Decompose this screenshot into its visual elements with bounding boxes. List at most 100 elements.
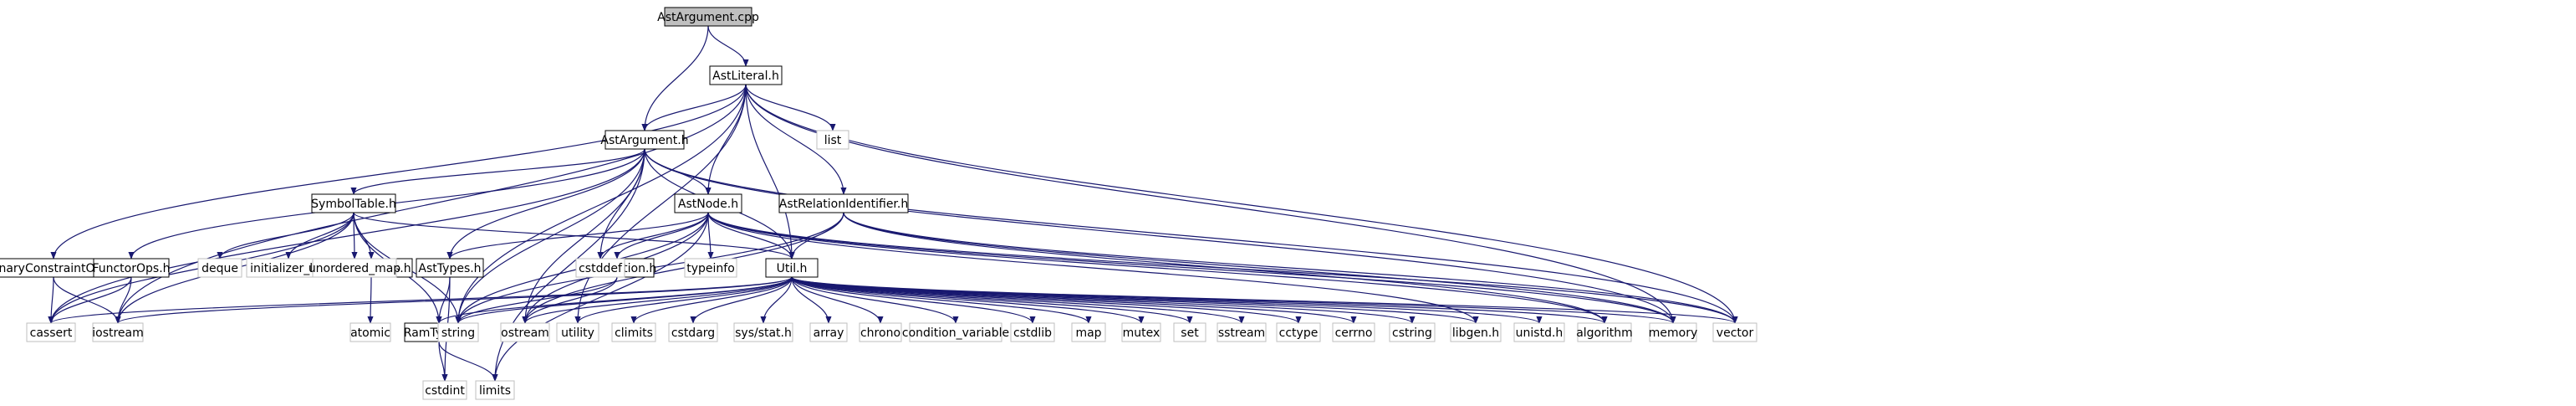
node-cerrno: cerrno bbox=[1332, 322, 1375, 342]
node-utility: utility bbox=[556, 322, 599, 342]
edge-srclocation_h-to-ostream bbox=[522, 276, 618, 324]
node-label: condition_variable bbox=[902, 326, 1009, 340]
node-box bbox=[349, 322, 391, 342]
node-functorops-h[interactable]: FunctorOps.h bbox=[92, 258, 171, 278]
node-cstddef: cstddef bbox=[575, 258, 625, 278]
node-cassert: cassert bbox=[26, 322, 76, 342]
node-astnode-h[interactable]: AstNode.h bbox=[674, 193, 742, 213]
edge-astargument_cpp-to-astargument_h bbox=[641, 25, 709, 131]
node-label: list bbox=[824, 134, 842, 147]
node-label: cstring bbox=[1392, 326, 1432, 340]
edge-astliteral_h-to-string bbox=[455, 84, 747, 324]
edge-astliteral_h-to-binaryconstraintops_h bbox=[50, 84, 747, 260]
edge-util_h-to-string bbox=[455, 276, 793, 324]
edge-astnode_h-to-typeinfo bbox=[707, 212, 714, 260]
edge-astliteral_h-to-astrelationidentifier_h bbox=[745, 84, 847, 195]
node-box bbox=[1217, 322, 1267, 342]
node-sstream: sstream bbox=[1217, 322, 1267, 342]
node-astrelationidentifier-h[interactable]: AstRelationIdentifier.h bbox=[778, 193, 909, 213]
edge-util_h-to-climits bbox=[630, 276, 793, 324]
node-cstdint: cstdint bbox=[422, 380, 467, 400]
node-cstdarg: cstdarg bbox=[668, 322, 718, 342]
node-util-h[interactable]: Util.h bbox=[765, 258, 819, 278]
node-box bbox=[809, 322, 848, 342]
node-label: array bbox=[814, 326, 844, 340]
node-box bbox=[684, 258, 737, 278]
node-list: list bbox=[816, 130, 849, 150]
node-box bbox=[1389, 322, 1436, 342]
node-label: iostream bbox=[92, 326, 144, 340]
node-astliteral-h[interactable]: AstLiteral.h bbox=[709, 65, 783, 85]
node-typeinfo: typeinfo bbox=[684, 258, 737, 278]
node-box bbox=[859, 322, 902, 342]
edge-util_h-to-utility bbox=[574, 276, 793, 324]
node-box bbox=[93, 258, 170, 278]
node-box bbox=[668, 322, 718, 342]
node-box bbox=[475, 380, 515, 400]
edge-astnode_h-to-util_h bbox=[707, 212, 795, 260]
node-label: AstRelationIdentifier.h bbox=[779, 198, 908, 211]
node-label: cctype bbox=[1279, 326, 1319, 340]
node-box bbox=[556, 322, 599, 342]
node-box bbox=[312, 258, 397, 278]
edge-astnode_h-to-limits bbox=[492, 212, 709, 382]
edge-astnode_h-to-asttypes_h bbox=[446, 212, 709, 260]
node-initializer-list: initializer_list bbox=[246, 258, 331, 278]
node-box bbox=[816, 130, 849, 150]
node-climits: climits bbox=[611, 322, 656, 342]
node-cstdlib: cstdlib bbox=[1010, 322, 1055, 342]
edge-astnode_h-to-algorithm bbox=[707, 212, 1608, 324]
node-binaryconstraintops-h[interactable]: BinaryConstraintOps.h bbox=[0, 258, 120, 278]
node-condition-variable: condition_variable bbox=[902, 322, 1009, 342]
edge-astnode_h-to-memory bbox=[707, 212, 1676, 324]
node-label: AstNode.h bbox=[678, 198, 738, 211]
edge-util_h-to-sys_stat_h bbox=[760, 276, 793, 324]
edge-util_h-to-ramtypes_h bbox=[436, 276, 793, 324]
edge-astargument_h-to-string bbox=[455, 148, 645, 324]
node-label: string bbox=[441, 326, 475, 340]
node-label: initializer_list bbox=[250, 262, 327, 275]
edge-symboltable_h-to-util_h bbox=[353, 212, 795, 260]
node-set: set bbox=[1173, 322, 1206, 342]
node-atomic: atomic bbox=[349, 322, 391, 342]
node-label: unistd.h bbox=[1516, 326, 1563, 340]
node-box bbox=[416, 258, 484, 278]
edge-util_h-to-array bbox=[791, 276, 832, 324]
node-symboltable-h[interactable]: SymbolTable.h bbox=[311, 193, 396, 213]
node-asttypes-h[interactable]: AstTypes.h bbox=[416, 258, 484, 278]
edge-astnode_h-to-libgen_h bbox=[707, 212, 1479, 324]
node-label: deque bbox=[201, 262, 238, 275]
node-box bbox=[1450, 322, 1502, 342]
edge-symboltable_h-to-deque bbox=[217, 212, 355, 260]
node-box bbox=[778, 193, 909, 213]
node-box bbox=[1577, 322, 1632, 342]
node-box bbox=[311, 193, 396, 213]
edge-astliteral_h-to-list bbox=[745, 84, 836, 131]
node-box bbox=[909, 322, 1002, 342]
edge-symboltable_h-to-initializer_list bbox=[285, 212, 355, 260]
node-label: sstream bbox=[1218, 326, 1265, 340]
edge-astargument_cpp-to-astliteral_h bbox=[707, 25, 749, 67]
edge-astargument_h-to-limits bbox=[492, 148, 645, 382]
node-box bbox=[197, 258, 242, 278]
edge-astliteral_h-to-utility bbox=[574, 84, 747, 324]
edge-util_h-to-map bbox=[791, 276, 1092, 324]
nodes-layer: AstArgument.cppAstLiteral.hAstArgument.h… bbox=[0, 7, 1757, 400]
node-box bbox=[575, 258, 625, 278]
node-box bbox=[437, 322, 479, 342]
node-box bbox=[1010, 322, 1055, 342]
edge-astrelationidentifier_h-to-algorithm bbox=[843, 212, 1608, 324]
node-algorithm: algorithm bbox=[1576, 322, 1633, 342]
node-unordered-map: unordered_map bbox=[309, 258, 400, 278]
node-libgen-h: libgen.h bbox=[1450, 322, 1502, 342]
node-label: cstdarg bbox=[671, 326, 715, 340]
node-astargument-h[interactable]: AstArgument.h bbox=[600, 130, 689, 150]
node-label: cstdint bbox=[425, 384, 465, 398]
node-astargument-cpp[interactable]: AstArgument.cpp bbox=[657, 7, 759, 27]
node-box bbox=[1121, 322, 1161, 342]
edge-astliteral_h-to-vector bbox=[745, 84, 1738, 324]
node-box bbox=[1071, 322, 1106, 342]
node-label: AstArgument.cpp bbox=[657, 11, 759, 24]
edge-util_h-to-cstdarg bbox=[690, 276, 793, 324]
